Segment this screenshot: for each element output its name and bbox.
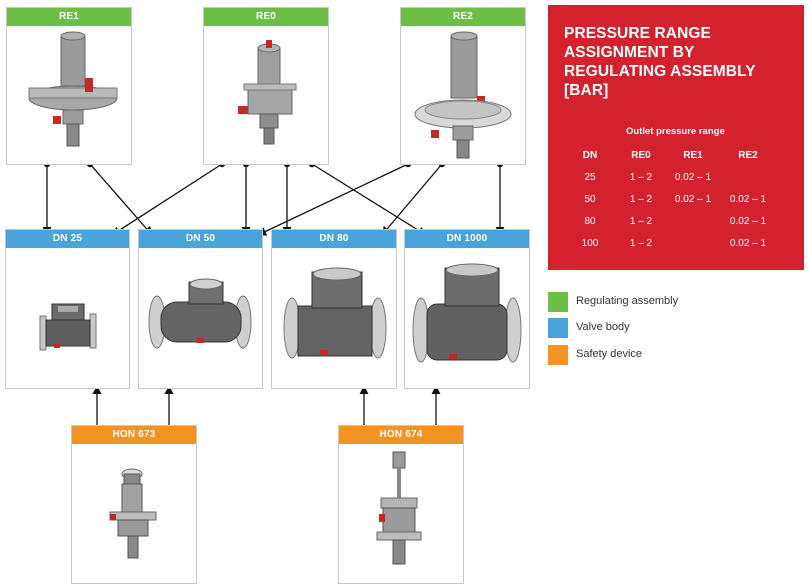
cell-dn: 25 (584, 171, 596, 183)
col-header-dn: DN (582, 149, 598, 161)
cell-re1 (668, 210, 718, 232)
connector-re2-dn80 (381, 163, 443, 236)
legend-label: Regulating assembly (576, 295, 679, 307)
legend-swatch-green (548, 292, 568, 312)
card-dn25[interactable]: DN 25 (5, 229, 130, 389)
connector-re0-dn25 (111, 163, 223, 236)
cell-dn: 80 (584, 215, 596, 227)
legend-item-safety-device: Safety device (548, 345, 778, 365)
card-dn50-header: DN 50 (139, 230, 262, 248)
outlet-pressure-subheader: Outlet pressure range (626, 126, 725, 137)
card-hon674-header: HON 674 (339, 426, 463, 444)
col-header-re1: RE1 (683, 149, 703, 161)
legend-label: Safety device (576, 348, 643, 360)
card-dn25-header: DN 25 (6, 230, 129, 248)
pressure-range-panel: PRESSURE RANGE ASSIGNMENT BY REGULATING … (548, 5, 804, 270)
connector-re2-dn50 (257, 163, 409, 236)
col-header-re0: RE0 (631, 149, 651, 161)
hon673-safety-device-image (72, 444, 196, 583)
card-re1-header: RE1 (7, 8, 131, 26)
card-dn1000[interactable]: DN 1000 (404, 229, 530, 389)
cell-re2 (718, 166, 778, 188)
card-re1[interactable]: RE1 (6, 7, 132, 165)
re1-regulator-image (7, 26, 131, 164)
dn80-valve-body-image (272, 248, 396, 388)
dn25-valve-body-image (6, 248, 129, 388)
legend-item-regulating-assembly: Regulating assembly (548, 292, 778, 312)
cell-re0: 1 – 2 (629, 193, 653, 205)
legend-swatch-orange (548, 345, 568, 365)
cell-dn: 100 (581, 237, 599, 249)
pressure-range-table: DN RE0 RE1 RE2 25 1 – 2 0.02 – 1 50 1 – … (566, 144, 778, 254)
card-dn80-header: DN 80 (272, 230, 396, 248)
card-re0[interactable]: RE0 (203, 7, 329, 165)
cell-re2: 0.02 – 1 (729, 193, 767, 205)
re2-regulator-image (401, 26, 525, 164)
dn1000-valve-body-image (405, 248, 529, 388)
cell-re1: 0.02 – 1 (674, 171, 712, 183)
cell-re2: 0.02 – 1 (729, 237, 767, 249)
card-hon673[interactable]: HON 673 (71, 425, 197, 584)
cell-re1 (668, 232, 718, 254)
cell-re0: 1 – 2 (629, 237, 653, 249)
card-re2[interactable]: RE2 (400, 7, 526, 165)
cell-re0: 1 – 2 (629, 215, 653, 227)
card-dn80[interactable]: DN 80 (271, 229, 397, 389)
legend-item-valve-body: Valve body (548, 318, 778, 338)
card-re2-header: RE2 (401, 8, 525, 26)
panel-title: PRESSURE RANGE ASSIGNMENT BY REGULATING … (564, 25, 756, 99)
dn50-valve-body-image (139, 248, 262, 388)
table-header-row: DN RE0 RE1 RE2 (566, 144, 778, 166)
cell-re0: 1 – 2 (629, 171, 653, 183)
card-hon674[interactable]: HON 674 (338, 425, 464, 584)
col-header-re2: RE2 (738, 149, 758, 161)
card-dn50[interactable]: DN 50 (138, 229, 263, 389)
connector-re0-dn1000 (311, 163, 427, 236)
cell-dn: 50 (584, 193, 596, 205)
table-row: 25 1 – 2 0.02 – 1 (566, 166, 778, 188)
card-re0-header: RE0 (204, 8, 328, 26)
legend-label: Valve body (576, 321, 630, 333)
legend-swatch-blue (548, 318, 568, 338)
hon674-safety-device-image (339, 444, 463, 583)
connector-re1-dn50 (89, 163, 153, 236)
table-row: 100 1 – 2 0.02 – 1 (566, 232, 778, 254)
table-row: 50 1 – 2 0.02 – 1 0.02 – 1 (566, 188, 778, 210)
cell-re2: 0.02 – 1 (729, 215, 767, 227)
cell-re1: 0.02 – 1 (674, 193, 712, 205)
card-hon673-header: HON 673 (72, 426, 196, 444)
re0-regulator-image (204, 26, 328, 164)
table-row: 80 1 – 2 0.02 – 1 (566, 210, 778, 232)
card-dn1000-header: DN 1000 (405, 230, 529, 248)
